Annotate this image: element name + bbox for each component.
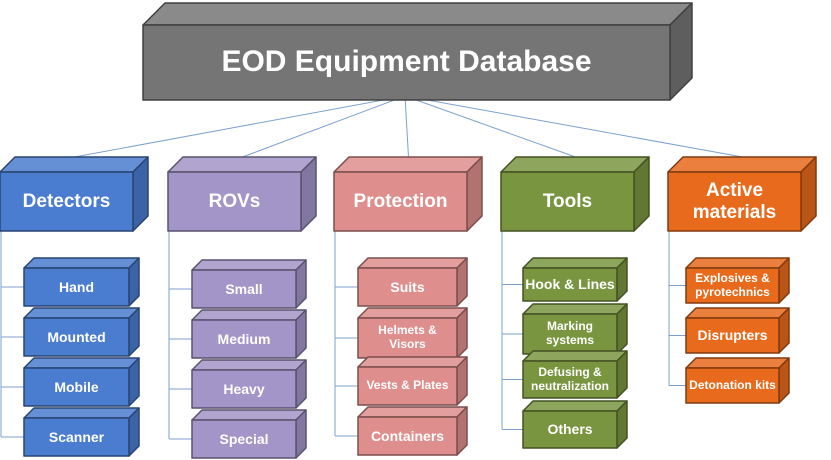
connector-title-to-rovs: [242, 95, 406, 158]
item-box-hook-lines: [522, 257, 628, 302]
category-box-active-materials-front-face: [667, 171, 802, 232]
category-box-detectors-front-face: [0, 171, 134, 232]
item-label-containers: Containers: [370, 427, 445, 444]
diagram-title: EOD Equipment Database: [221, 45, 592, 79]
item-label-suits: Suits: [390, 278, 425, 295]
category-box-tools-front-face: [500, 171, 635, 232]
item-box-marking-systems: [522, 303, 628, 355]
category-box-tools: [500, 156, 650, 232]
category-label-tools: Tools: [542, 190, 593, 212]
item-label-mounted: Mounted: [47, 328, 106, 345]
item-box-medium-front-face: [191, 319, 297, 359]
title-block-front-face: [142, 24, 671, 101]
item-box-mobile-front-face: [23, 367, 130, 407]
item-box-detonation-kits-front-face: [685, 367, 780, 404]
category-box-rovs-front-face: [167, 171, 302, 232]
item-box-containers-front-face: [357, 416, 458, 456]
item-box-others: [522, 400, 628, 449]
item-box-defusing-neutralization-front-face: [522, 360, 618, 399]
title-block: [142, 2, 693, 101]
item-box-disrupters: [685, 307, 790, 354]
item-label-explosives-pyrotechnics: Explosives & pyrotechnics: [695, 270, 770, 299]
category-box-protection: [333, 156, 483, 232]
item-box-explosives-pyrotechnics: [685, 257, 790, 304]
item-box-special-front-face: [191, 419, 297, 459]
item-box-special: [191, 409, 307, 459]
item-box-scanner-front-face: [23, 417, 130, 457]
item-label-vests-plates: Vests & Plates: [366, 378, 449, 393]
category-box-detectors: [0, 156, 149, 232]
connector-title-to-protection: [404, 95, 409, 158]
category-label-protection: Protection: [353, 190, 448, 212]
item-box-suits-front-face: [357, 267, 458, 307]
connector-title-to-detectors: [74, 95, 406, 158]
item-label-scanner: Scanner: [48, 428, 105, 445]
category-label-rovs: ROVs: [208, 190, 261, 212]
item-box-small: [191, 259, 307, 309]
item-box-mobile: [23, 357, 140, 407]
item-label-hook-lines: Hook & Lines: [525, 276, 615, 293]
item-box-mounted: [23, 307, 140, 357]
item-box-heavy-front-face: [191, 369, 297, 409]
connector-title-to-tools: [404, 95, 576, 158]
item-label-others: Others: [547, 421, 593, 438]
item-box-hand-front-face: [23, 267, 130, 307]
item-box-scanner: [23, 407, 140, 457]
item-box-vests-plates: [357, 356, 468, 406]
item-box-others-front-face: [522, 410, 618, 449]
item-label-hand: Hand: [59, 278, 94, 295]
item-label-defusing-neutralization: Defusing & neutralization: [530, 364, 609, 393]
item-label-special: Special: [219, 430, 269, 447]
category-box-protection-front-face: [333, 171, 468, 232]
item-label-mobile: Mobile: [54, 378, 99, 395]
item-box-suits: [357, 257, 468, 307]
item-box-disrupters-front-face: [685, 317, 780, 354]
item-label-medium: Medium: [217, 330, 271, 347]
item-label-disrupters: Disrupters: [697, 327, 768, 344]
item-label-small: Small: [225, 280, 263, 297]
item-box-medium: [191, 309, 307, 359]
item-box-helmets-visors: [357, 307, 468, 359]
item-box-mounted-front-face: [23, 317, 130, 357]
item-box-detonation-kits: [685, 357, 790, 404]
item-box-defusing-neutralization: [522, 350, 628, 399]
category-label-active-materials: Active materials: [692, 179, 777, 223]
item-label-heavy: Heavy: [223, 380, 265, 397]
category-box-rovs: [167, 156, 317, 232]
item-box-explosives-pyrotechnics-front-face: [685, 267, 780, 304]
connector-title-to-active-materials: [404, 95, 743, 158]
item-box-containers: [357, 406, 468, 456]
item-label-detonation-kits: Detonation kits: [689, 377, 776, 392]
item-box-hook-lines-front-face: [522, 267, 618, 302]
category-label-detectors: Detectors: [22, 190, 111, 212]
category-box-active-materials: [667, 156, 817, 232]
item-box-heavy: [191, 359, 307, 409]
item-label-helmets-visors: Helmets & Visors: [378, 323, 437, 351]
item-box-vests-plates-front-face: [357, 366, 458, 406]
item-label-marking-systems: Marking systems: [545, 319, 595, 347]
item-box-small-front-face: [191, 269, 297, 309]
item-box-hand: [23, 257, 140, 307]
